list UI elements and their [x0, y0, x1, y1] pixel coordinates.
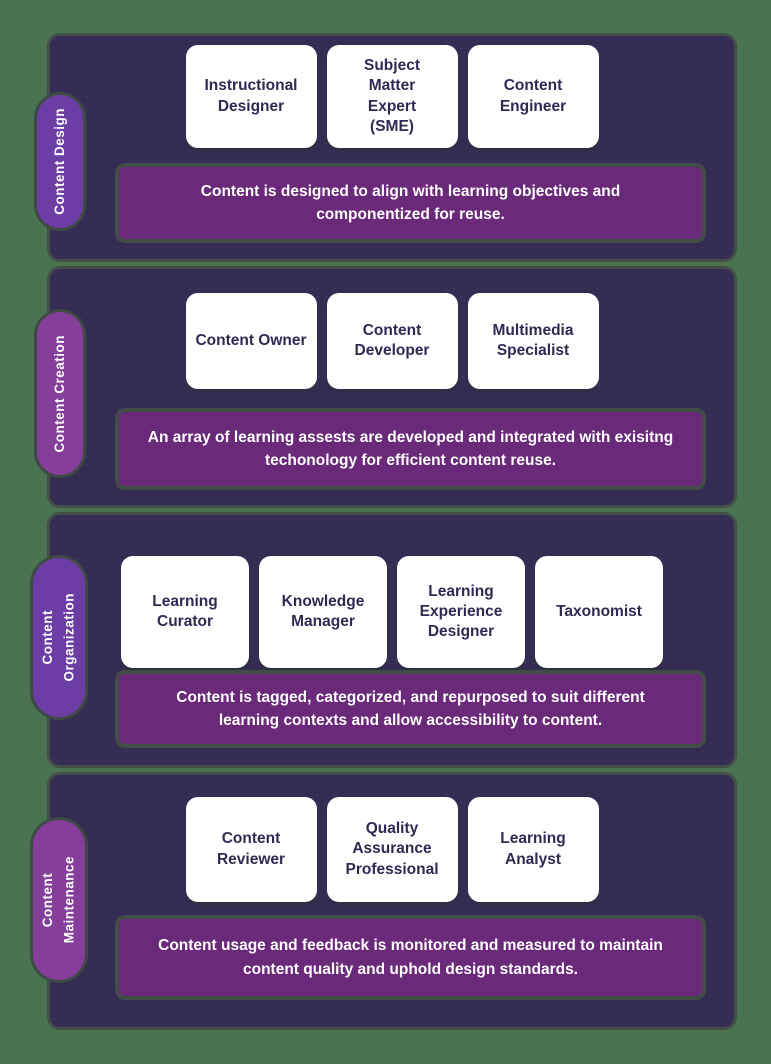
role-label: Subject Matter Expert (SME) [364, 57, 420, 135]
role-card-quality-assurance-professional: Quality Assurance Professional [326, 797, 458, 902]
role-card-subject-matter-expert: Subject Matter Expert (SME) [326, 45, 458, 148]
role-cards-row: Learning Curator Knowledge Manager Learn… [50, 556, 734, 668]
stage-description: Content usage and feedback is monitored … [158, 937, 663, 978]
role-label: Multimedia Specialist [492, 321, 574, 359]
role-card-multimedia-specialist: Multimedia Specialist [467, 293, 599, 389]
role-label: Knowledge Manager [281, 592, 365, 630]
role-card-content-engineer: Content Engineer [467, 45, 599, 148]
role-label: Taxonomist [556, 602, 642, 620]
role-cards-row: Content Owner Content Developer Multimed… [50, 293, 734, 389]
role-label: Content Owner [195, 331, 307, 349]
stage-description-banner: Content is tagged, categorized, and repu… [115, 670, 706, 748]
role-card-content-developer: Content Developer [326, 293, 458, 389]
stage-description: Content is tagged, categorized, and repu… [176, 688, 645, 729]
role-cards-row: Instructional Designer Subject Matter Ex… [50, 45, 734, 148]
stage-description-banner: Content is designed to align with learni… [115, 163, 706, 243]
stage-pill-content-creation: Content Creation [37, 312, 83, 475]
stage-description: Content is designed to align with learni… [200, 182, 621, 223]
role-card-instructional-designer: Instructional Designer [185, 45, 317, 148]
stage-pill-content-design: Content Design [37, 95, 83, 228]
role-label: Content Reviewer [216, 830, 286, 868]
role-label: Learning Curator [152, 592, 218, 630]
stage-description-banner: An array of learning assests are develop… [115, 408, 706, 490]
role-label: Instructional Designer [204, 77, 298, 115]
role-label: Learning Experience Designer [419, 582, 503, 641]
role-card-learning-analyst: Learning Analyst [467, 797, 599, 902]
role-card-content-reviewer: Content Reviewer [185, 797, 317, 902]
role-card-knowledge-manager: Knowledge Manager [259, 556, 387, 668]
role-label: Content Developer [354, 321, 430, 359]
role-card-learning-experience-designer: Learning Experience Designer [397, 556, 525, 668]
stage-description: An array of learning assests are develop… [147, 428, 674, 469]
role-cards-row: Content Reviewer Quality Assurance Profe… [50, 797, 734, 902]
role-label: Content Engineer [499, 77, 567, 115]
role-card-learning-curator: Learning Curator [121, 556, 249, 668]
role-card-content-owner: Content Owner [185, 293, 317, 389]
role-card-taxonomist: Taxonomist [535, 556, 663, 668]
role-label: Learning Analyst [500, 830, 566, 868]
role-label: Quality Assurance Professional [345, 820, 439, 878]
stage-description-banner: Content usage and feedback is monitored … [115, 915, 706, 1000]
